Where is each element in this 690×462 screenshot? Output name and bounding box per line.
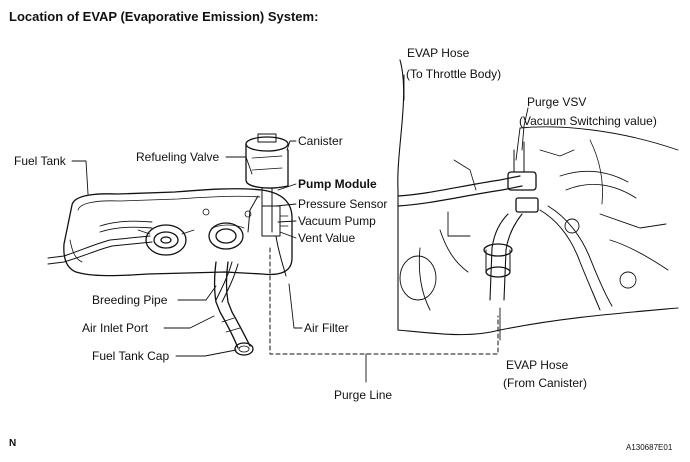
label-vent-value: Vent Value xyxy=(298,231,356,245)
figure-code: A130687E01 xyxy=(626,443,673,452)
label-vacuum-switching-value: (Vacuum Switching value) xyxy=(519,114,657,128)
engine-bay-drawing xyxy=(397,59,679,336)
right-leader-lines xyxy=(403,74,529,341)
label-fuel-tank-cap: Fuel Tank Cap xyxy=(92,349,170,363)
label-purge-line: Purge Line xyxy=(334,388,393,402)
label-refueling-valve: Refueling Valve xyxy=(136,150,220,164)
left-leader-lines xyxy=(71,140,303,357)
label-purge-vsv: Purge VSV xyxy=(527,95,587,109)
label-vacuum-pump: Vacuum Pump xyxy=(298,214,376,228)
fuel-tank-drawing xyxy=(47,133,293,356)
label-air-filter: Air Filter xyxy=(304,321,349,335)
label-canister: Canister xyxy=(298,134,343,148)
label-fuel-tank: Fuel Tank xyxy=(14,154,66,168)
label-pressure-sensor: Pressure Sensor xyxy=(298,197,388,211)
label-evap-hose-bottom: EVAP Hose xyxy=(506,358,569,372)
label-to-throttle-body: (To Throttle Body) xyxy=(406,67,502,81)
label-breeding-pipe: Breeding Pipe xyxy=(92,293,168,307)
label-pump-module: Pump Module xyxy=(298,177,377,191)
diagram-title: Location of EVAP (Evaporative Emission) … xyxy=(9,9,319,24)
purge-line-dashed xyxy=(269,247,499,355)
label-from-canister: (From Canister) xyxy=(503,376,588,390)
orientation-mark: N xyxy=(9,438,17,449)
label-evap-hose-top: EVAP Hose xyxy=(407,46,470,60)
label-air-inlet-port: Air Inlet Port xyxy=(82,321,149,335)
